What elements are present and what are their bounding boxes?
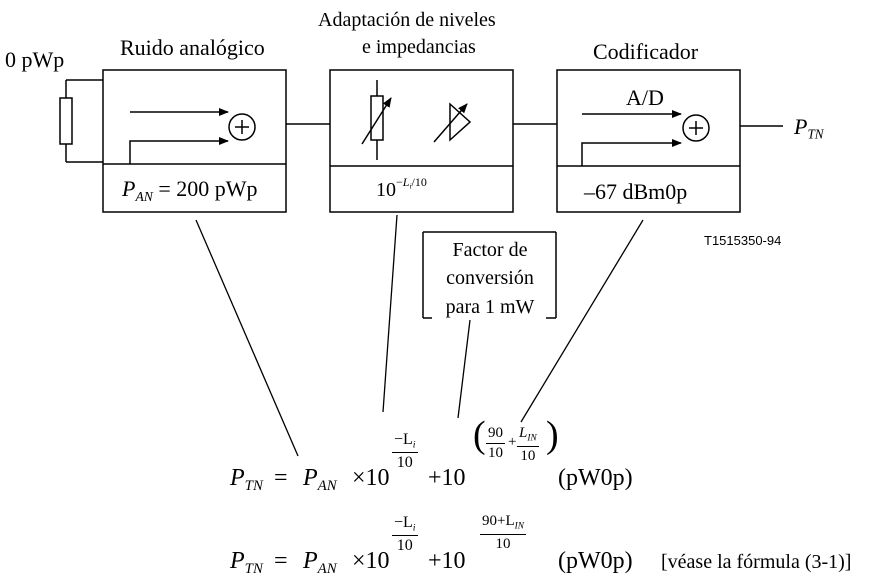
- analog-noise-title: Ruido analógico: [120, 35, 265, 60]
- formula1-lhs: PTN: [230, 465, 263, 495]
- variable-amplifier-icon: [433, 102, 472, 143]
- conversion-line3: para 1 mW: [445, 296, 535, 318]
- formula2-lhs: PTN: [230, 548, 263, 578]
- formula2-plus10: +10: [428, 548, 466, 574]
- input-resistor-icon: [59, 79, 103, 163]
- coder-title: Codificador: [593, 39, 699, 64]
- conversion-factor-box: [422, 231, 557, 319]
- formula1-exp2a: 90 10: [486, 425, 505, 461]
- leader-lines: [195, 214, 644, 457]
- analog-noise-value: PAN = 200 pWp: [122, 176, 258, 204]
- level-adaptation-block: [329, 69, 514, 213]
- formula2-eq: =: [274, 548, 288, 574]
- input-label: 0 pWp: [5, 47, 65, 72]
- formula2-unit: (pW0p): [558, 548, 633, 574]
- variable-resistor-icon: [361, 80, 392, 160]
- coder-value: –67 dBm0p: [584, 179, 688, 204]
- level-adaptation-title-line1: Adaptación de niveles: [318, 9, 496, 31]
- level-adaptation-value: 10−Li/10: [376, 175, 427, 202]
- output-label: PTN: [794, 114, 824, 142]
- formula1-pan: PAN: [303, 465, 337, 495]
- formula1-lparen: (: [473, 414, 486, 456]
- formula1-exp2-plus: +: [508, 434, 517, 450]
- formula2-note: [véase la fórmula (3-1)]: [661, 551, 852, 573]
- conversion-line2: conversión: [446, 267, 534, 289]
- coder-block: [556, 69, 741, 213]
- analog-noise-block: [102, 69, 287, 213]
- adder-icon: [228, 113, 256, 141]
- formula2-times: ×10: [352, 548, 390, 574]
- coder-inner-label: A/D: [626, 85, 664, 110]
- formula1-eq: =: [274, 465, 288, 491]
- formula2-pan: PAN: [303, 548, 337, 578]
- level-adaptation-title-line2: e impedancias: [362, 36, 476, 58]
- coder-adder-icon: [682, 114, 710, 142]
- formula1-times: ×10: [352, 465, 390, 491]
- figure-id: T1515350-94: [704, 233, 782, 248]
- formula1-plus10: +10: [428, 465, 466, 491]
- formula2-exp2: 90+LIN 10: [480, 513, 526, 552]
- conversion-line1: Factor de: [452, 239, 528, 261]
- formula1-exp1: −Li 10: [392, 431, 418, 472]
- formula1-exp2b: LIN 10: [517, 425, 539, 464]
- formula1-rparen: ): [546, 414, 559, 456]
- formula2-exp1: −Li 10: [392, 514, 418, 555]
- formula1-unit: (pW0p): [558, 465, 633, 491]
